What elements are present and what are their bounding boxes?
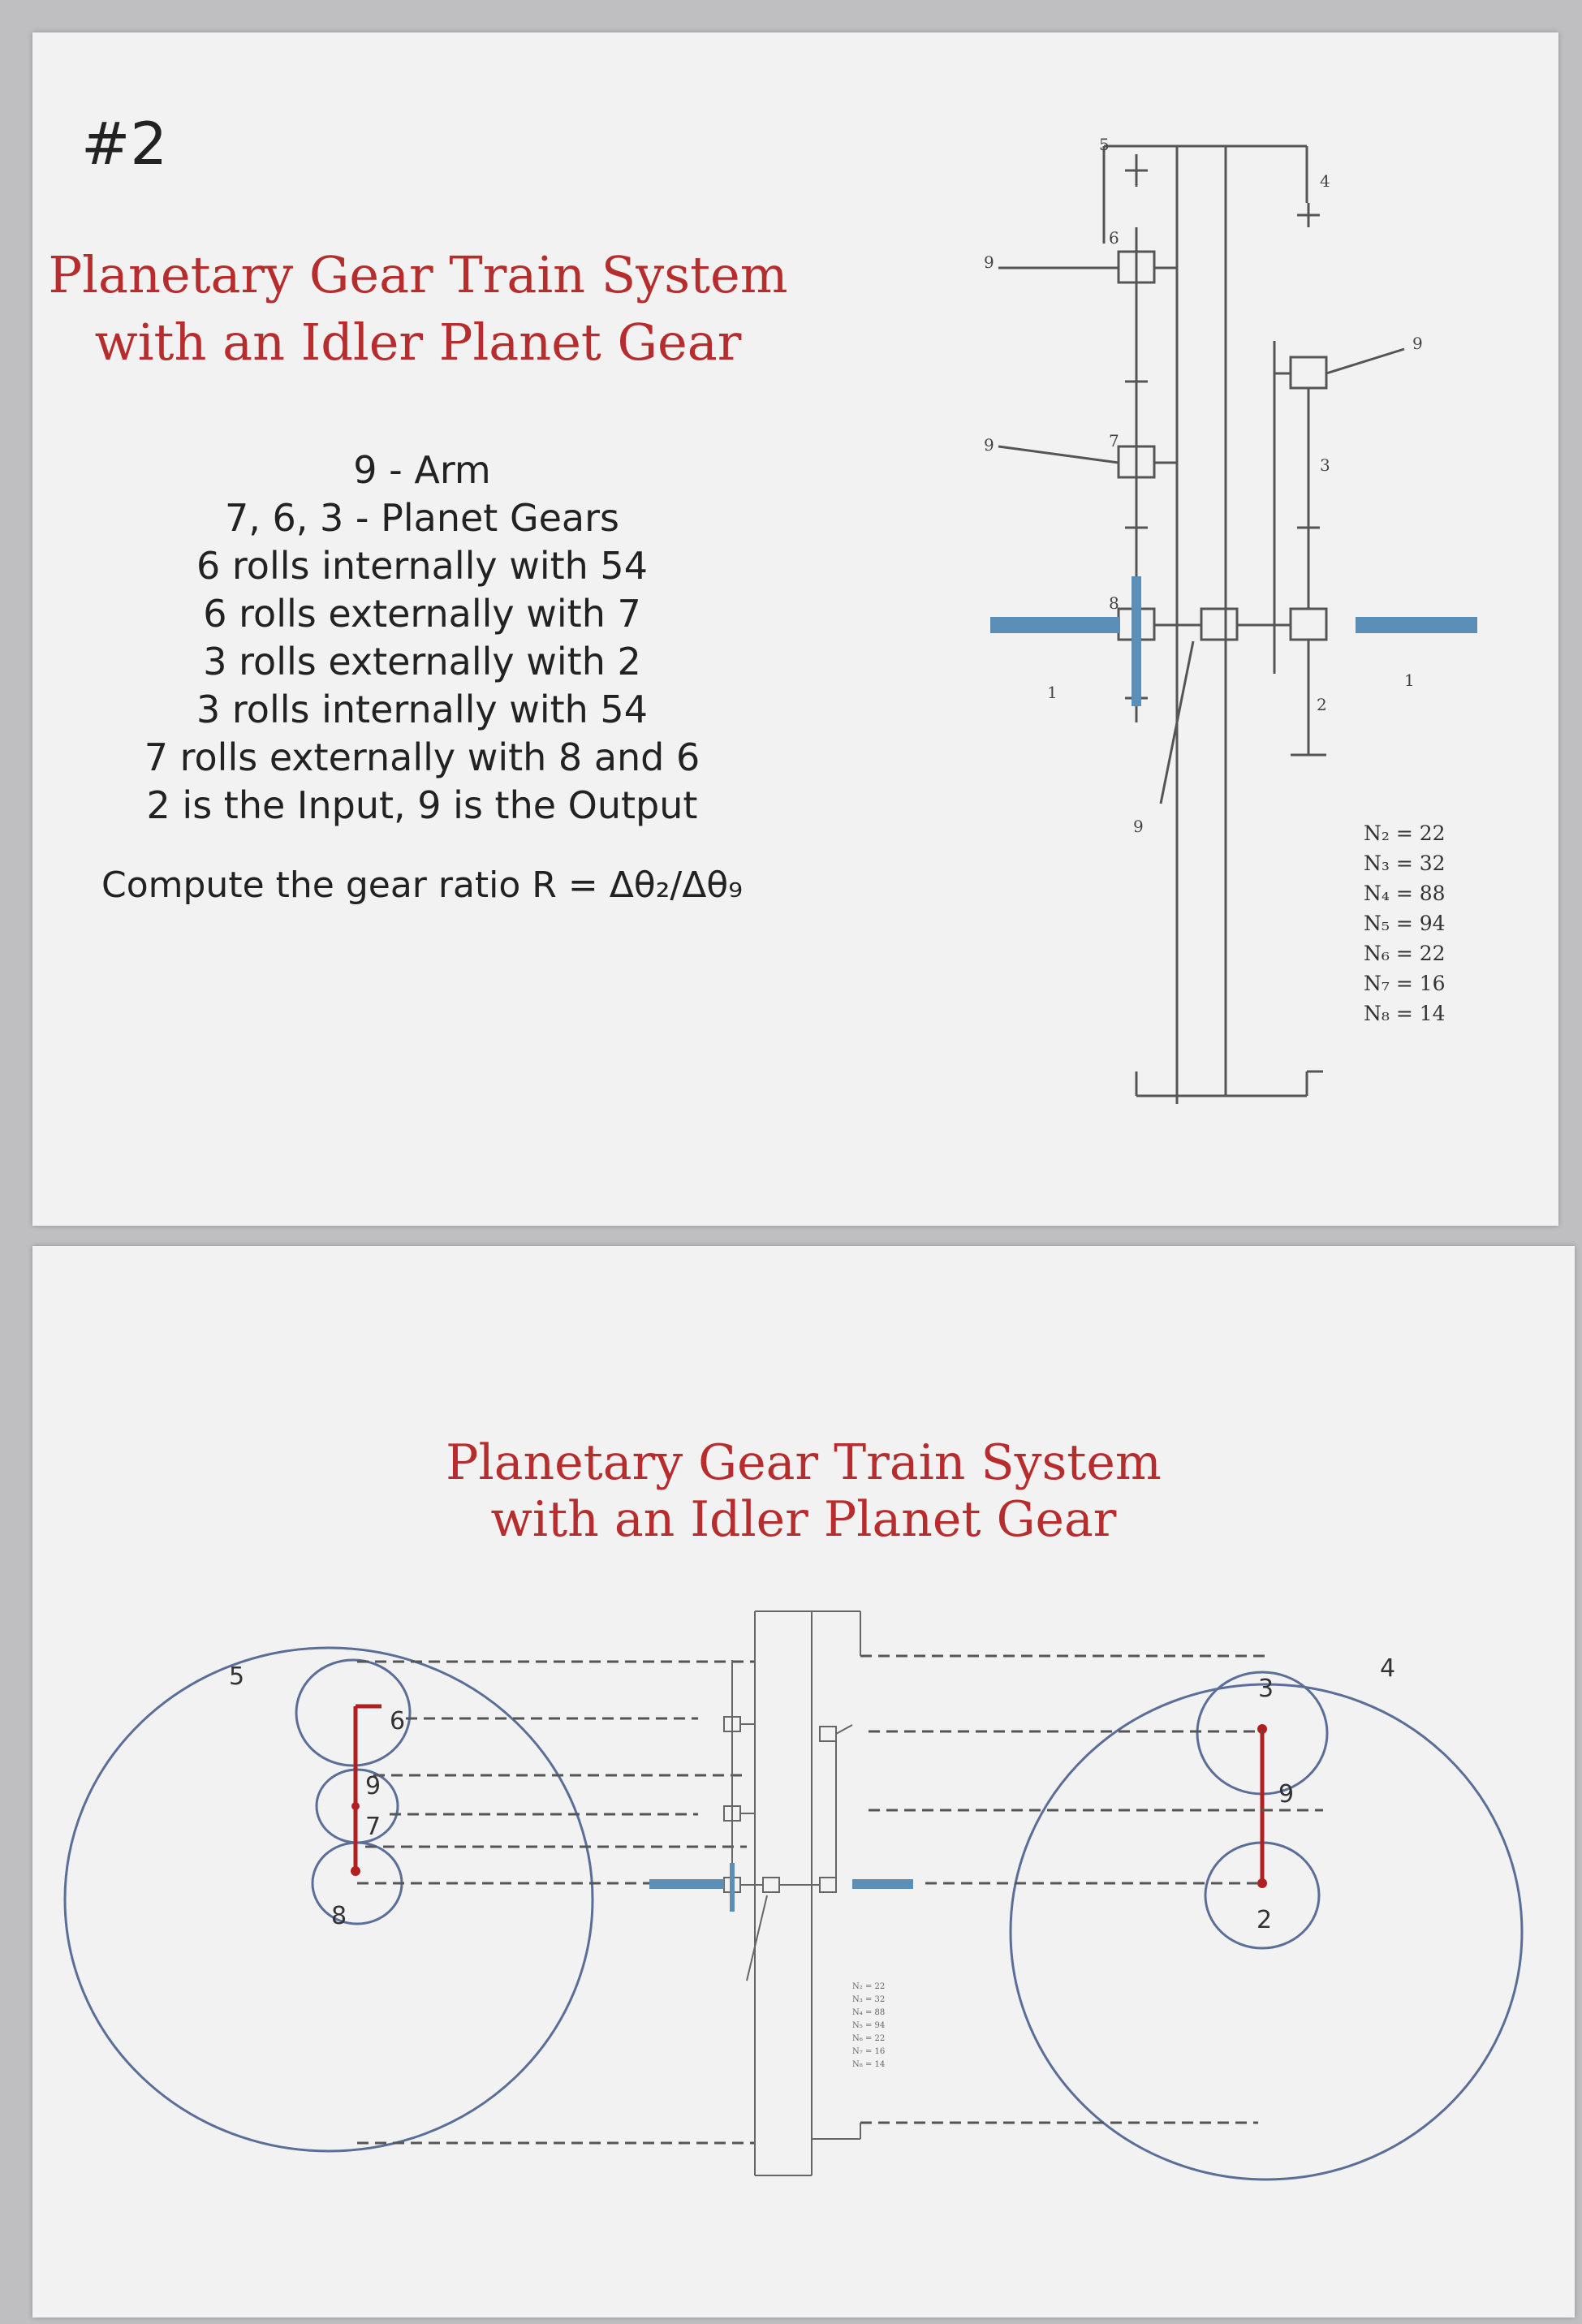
label-9-right: 9 xyxy=(1412,334,1423,353)
label-7: 7 xyxy=(1109,431,1119,451)
label-2: 2 xyxy=(1317,695,1327,714)
label-3: 3 xyxy=(1320,455,1330,475)
label-9-top: 9 xyxy=(984,252,994,272)
svg-text:N₃ = 32: N₃ = 32 xyxy=(1364,852,1446,875)
svg-text:N₃ = 32: N₃ = 32 xyxy=(852,1995,885,2004)
svg-text:N₈ = 14: N₈ = 14 xyxy=(852,2060,885,2069)
label-5: 5 xyxy=(1099,135,1110,154)
compute-instruction: Compute the gear ratio R = Δθ₂/Δθ₉ xyxy=(101,864,743,906)
label-9-bottom: 9 xyxy=(1133,817,1144,836)
gear-train-schematic: 5 4 6 9 9 7 9 3 8 1 1 2 9 N₂ = 22 N₃ = 3… xyxy=(984,135,1477,1104)
svg-text:N₆ = 22: N₆ = 22 xyxy=(1364,942,1446,965)
label-2-right: 2 xyxy=(1257,1906,1272,1934)
label-1-left: 1 xyxy=(1047,683,1058,702)
info-line: 3 rolls externally with 2 xyxy=(203,640,641,683)
tooth-count-list: N₂ = 22 N₃ = 32 N₄ = 88 N₅ = 94 N₆ = 22 … xyxy=(1364,821,1446,1025)
info-line: 7 rolls externally with 8 and 6 xyxy=(144,735,700,779)
info-line: 2 is the Input, 9 is the Output xyxy=(146,783,698,827)
gear-circles-diagram: N₂ = 22 N₃ = 32 N₄ = 88 N₅ = 94 N₆ = 22 … xyxy=(63,1610,1524,2181)
svg-text:N₇ = 16: N₇ = 16 xyxy=(852,2047,885,2056)
label-5-left: 5 xyxy=(229,1662,244,1691)
ring-gear-4-circle xyxy=(1009,1683,1524,2181)
label-7-left: 7 xyxy=(365,1813,381,1841)
slide-2-title-line-2: with an Idler Planet Gear xyxy=(490,1491,1117,1548)
label-9-left: 9 xyxy=(365,1772,381,1800)
mini-schematic xyxy=(723,1610,861,2176)
label-3-right: 3 xyxy=(1258,1675,1274,1703)
slide-1-title-line-1: Planetary Gear Train System xyxy=(48,245,788,304)
label-9-mid: 9 xyxy=(984,435,994,455)
label-4: 4 xyxy=(1320,171,1330,191)
svg-text:N₇ = 16: N₇ = 16 xyxy=(1364,972,1446,995)
problem-number: #2 xyxy=(81,110,168,178)
info-line: 3 rolls internally with 54 xyxy=(196,688,648,731)
svg-text:N₂ = 22: N₂ = 22 xyxy=(852,1982,885,1991)
label-6: 6 xyxy=(1109,228,1119,248)
label-6-left: 6 xyxy=(390,1707,405,1735)
label-8-left: 8 xyxy=(331,1902,347,1930)
svg-text:N₈ = 14: N₈ = 14 xyxy=(1364,1002,1446,1025)
label-9-right: 9 xyxy=(1278,1780,1294,1809)
label-4-right: 4 xyxy=(1380,1654,1395,1683)
svg-text:N₆ = 22: N₆ = 22 xyxy=(852,2034,885,2043)
info-line: 6 rolls externally with 7 xyxy=(203,592,641,636)
slide-1-title-line-2: with an Idler Planet Gear xyxy=(94,313,742,372)
label-8: 8 xyxy=(1109,593,1119,613)
slide-2: Planetary Gear Train System with an Idle… xyxy=(32,1246,1575,2318)
svg-text:N₅ = 94: N₅ = 94 xyxy=(1364,912,1446,935)
svg-text:N₄ = 88: N₄ = 88 xyxy=(852,2008,885,2017)
svg-text:N₂ = 22: N₂ = 22 xyxy=(1364,821,1446,845)
svg-text:N₅ = 94: N₅ = 94 xyxy=(852,2021,885,2030)
label-1-right: 1 xyxy=(1404,670,1415,690)
ring-gear-5-circle xyxy=(63,1646,594,2153)
info-line: 9 - Arm xyxy=(353,448,491,492)
info-line: 7, 6, 3 - Planet Gears xyxy=(225,496,619,540)
slide-1: #2 Planetary Gear Train System with an I… xyxy=(32,32,1558,1226)
planet-gear-6-circle xyxy=(295,1658,412,1767)
slide-2-title-line-1: Planetary Gear Train System xyxy=(446,1434,1162,1491)
info-line: 6 rolls internally with 54 xyxy=(196,544,648,588)
svg-text:N₄ = 88: N₄ = 88 xyxy=(1364,882,1446,905)
arm-9-left xyxy=(353,1704,381,1871)
